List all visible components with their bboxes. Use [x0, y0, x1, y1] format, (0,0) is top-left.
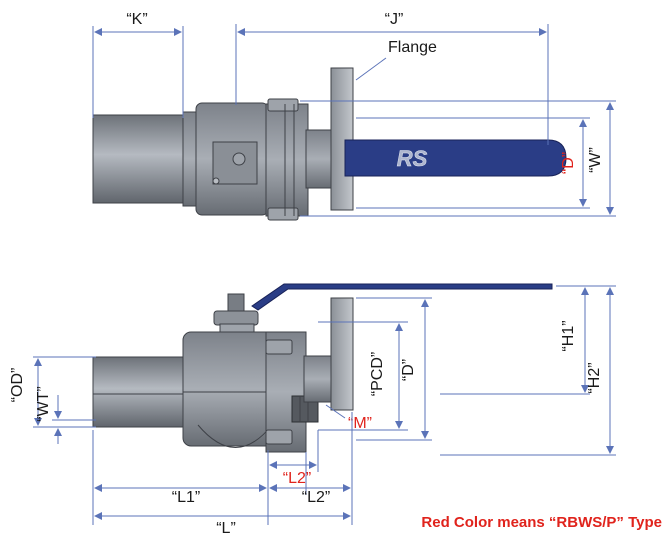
side-flange-plate: [330, 297, 354, 411]
dim-w-label: “W”: [587, 147, 604, 173]
top-bolt-lower: [267, 207, 299, 221]
top-screw-dot: [212, 177, 220, 185]
side-view: “OD” “WT” “PCD” “D” “H1” “H2” “M” “L2: [9, 283, 616, 537]
top-end-cap: [265, 103, 309, 217]
side-valve-body: [182, 331, 276, 447]
top-neck: [305, 129, 333, 189]
side-bolt-lower: [265, 429, 293, 445]
flange-leader: [355, 57, 387, 81]
dim-od-label: “OD”: [9, 368, 26, 403]
dim-l2-label: “L2”: [302, 489, 330, 506]
top-weld-ring: [182, 111, 198, 207]
top-pipe: [92, 114, 186, 204]
dim-h1-label: “H1”: [560, 320, 577, 351]
dim-wt-label: “WT”: [35, 386, 52, 422]
dim-m-leader: [325, 404, 346, 419]
top-flange-plate: [330, 67, 354, 211]
dim-pcd-label: “PCD”: [369, 352, 386, 396]
top-stem-circle: [232, 152, 246, 166]
top-handle-logo: RS: [397, 146, 428, 171]
dim-l1-label: “L1”: [172, 489, 200, 506]
side-bolt-upper: [265, 339, 293, 355]
dim-l2-red-label: “L2”: [283, 470, 311, 487]
legend-note: Red Color means “RBWS/P” Type: [421, 514, 662, 531]
top-handle: [344, 139, 567, 177]
dim-d-side-label: “D”: [400, 359, 417, 381]
side-neck: [303, 355, 333, 403]
side-handle: [251, 283, 553, 311]
dim-l-label: “L”: [216, 520, 236, 537]
top-bolt-upper: [267, 98, 299, 112]
dim-h2-label: “H2”: [586, 362, 603, 393]
dim-k-label: “K”: [126, 11, 147, 28]
flange-label: Flange: [388, 39, 437, 56]
side-pipe: [92, 356, 190, 428]
side-ball-arc: [197, 424, 273, 448]
dim-m-label: “M”: [348, 415, 372, 432]
side-gland: [213, 310, 259, 326]
dim-j-label: “J”: [385, 11, 404, 28]
dim-d-top-label: “D”: [560, 152, 577, 174]
top-view: RS “K” “J” Flange “D” “W”: [92, 11, 616, 221]
